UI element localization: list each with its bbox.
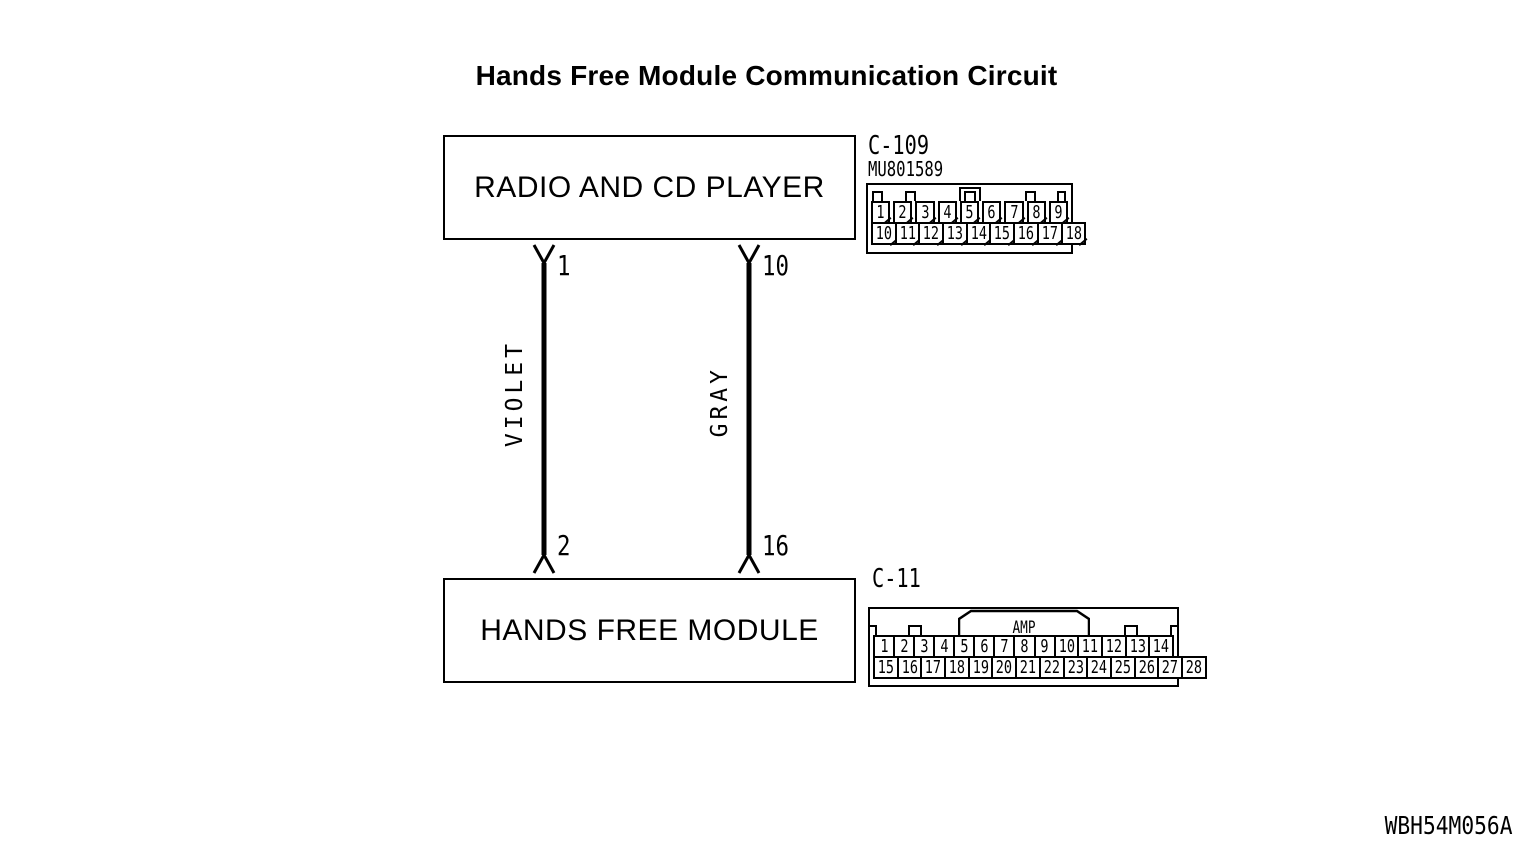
hands-free-module-box: HANDS FREE MODULE [443, 578, 856, 683]
radio-module-label: RADIO AND CD PLAYER [474, 170, 825, 204]
connector-tab-strip: AMP [870, 609, 1177, 637]
connector-tab-strip [868, 185, 1071, 205]
pin-cell: 13 [1124, 635, 1151, 658]
pin-cell: 6 [982, 201, 1002, 224]
pin-cell: 7 [993, 635, 1016, 658]
pin-cell: 7 [1004, 201, 1024, 224]
diagram-title: Hands Free Module Communication Circuit [475, 60, 1058, 91]
pin-cell: 3 [915, 201, 935, 224]
wire-line-svg [532, 244, 556, 574]
connector-tab [872, 191, 883, 201]
pin-cell: 1 [873, 635, 896, 658]
wire-color-label: GRAY [707, 366, 733, 438]
pin-cell: 14 [1148, 635, 1174, 658]
pin-cell: 9 [1048, 201, 1068, 224]
connector-tab [1170, 625, 1177, 635]
wire-pin-number: 1 [557, 249, 571, 282]
pin-cell: 2 [893, 201, 913, 224]
pin-cell: 11 [1077, 635, 1103, 658]
pin-cell: 19 [967, 656, 994, 679]
pin-cell: 8 [1013, 635, 1036, 658]
connector-tab [905, 191, 916, 201]
wire-color-label: VIOLET [502, 340, 528, 448]
pin-cell: 2 [893, 635, 916, 658]
pin-cell: 25 [1109, 656, 1136, 679]
pin-cell: 8 [1026, 201, 1046, 224]
pin-cell: 17 [920, 656, 947, 679]
pin-cell: 26 [1133, 656, 1160, 679]
pin-cell: 18 [1060, 222, 1087, 245]
gray-wire: 10 16 GRAY [703, 238, 797, 580]
pin-cell: 3 [913, 635, 936, 658]
pin-cell: 17 [1036, 222, 1063, 245]
pin-cell: 9 [1033, 635, 1056, 658]
pin-cell: 13 [942, 222, 968, 245]
connector-tab [1124, 625, 1138, 635]
wire-pin-number: 2 [557, 529, 571, 562]
connector-tab [870, 625, 877, 635]
pin-cell: 15 [873, 656, 899, 679]
connector-c109-part-number: MU801589 [868, 157, 944, 181]
pin-cell: 16 [1013, 222, 1039, 245]
pin-cell: 10 [1053, 635, 1080, 658]
diagram-reference-code: WBH54M056A [1385, 811, 1513, 840]
connector-tab [1057, 191, 1066, 201]
amp-housing-outline: AMP [958, 609, 1090, 637]
pin-cell: 15 [989, 222, 1016, 245]
connector-c11-name: C-11 [872, 564, 921, 594]
pin-cell: 24 [1086, 656, 1112, 679]
pin-cell: 22 [1038, 656, 1065, 679]
pin-cell: 6 [973, 635, 996, 658]
pin-cell: 4 [933, 635, 956, 658]
hands-free-module-label: HANDS FREE MODULE [480, 613, 819, 647]
amp-label: AMP [1012, 617, 1035, 637]
pin-cell: 14 [965, 222, 992, 245]
pin-cell: 12 [1100, 635, 1127, 658]
pin-cell: 1 [871, 201, 891, 224]
pin-cell: 21 [1015, 656, 1041, 679]
pin-cell: 10 [871, 222, 897, 245]
connector-tab [908, 625, 922, 635]
wire-pin-number: 16 [762, 529, 789, 562]
pin-cell: 5 [953, 635, 976, 658]
pin-cell: 11 [894, 222, 921, 245]
pin-cell: 23 [1062, 656, 1089, 679]
pin-cell: 18 [944, 656, 970, 679]
pin-cell: 28 [1180, 656, 1207, 679]
violet-wire: 1 2 VIOLET [498, 238, 592, 580]
connector-c109-name: C-109 [868, 131, 930, 161]
pin-cell: 12 [918, 222, 945, 245]
connector-latch-tab [959, 187, 981, 205]
connector-tab [1025, 191, 1036, 201]
pin-cell: 16 [896, 656, 923, 679]
pin-cell: 4 [937, 201, 957, 224]
pin-cell: 27 [1157, 656, 1183, 679]
pin-cell: 5 [959, 201, 980, 224]
wire-pin-number: 10 [762, 249, 789, 282]
pin-cell: 20 [991, 656, 1018, 679]
wire-line-svg [737, 244, 761, 574]
radio-module-box: RADIO AND CD PLAYER [443, 135, 856, 240]
